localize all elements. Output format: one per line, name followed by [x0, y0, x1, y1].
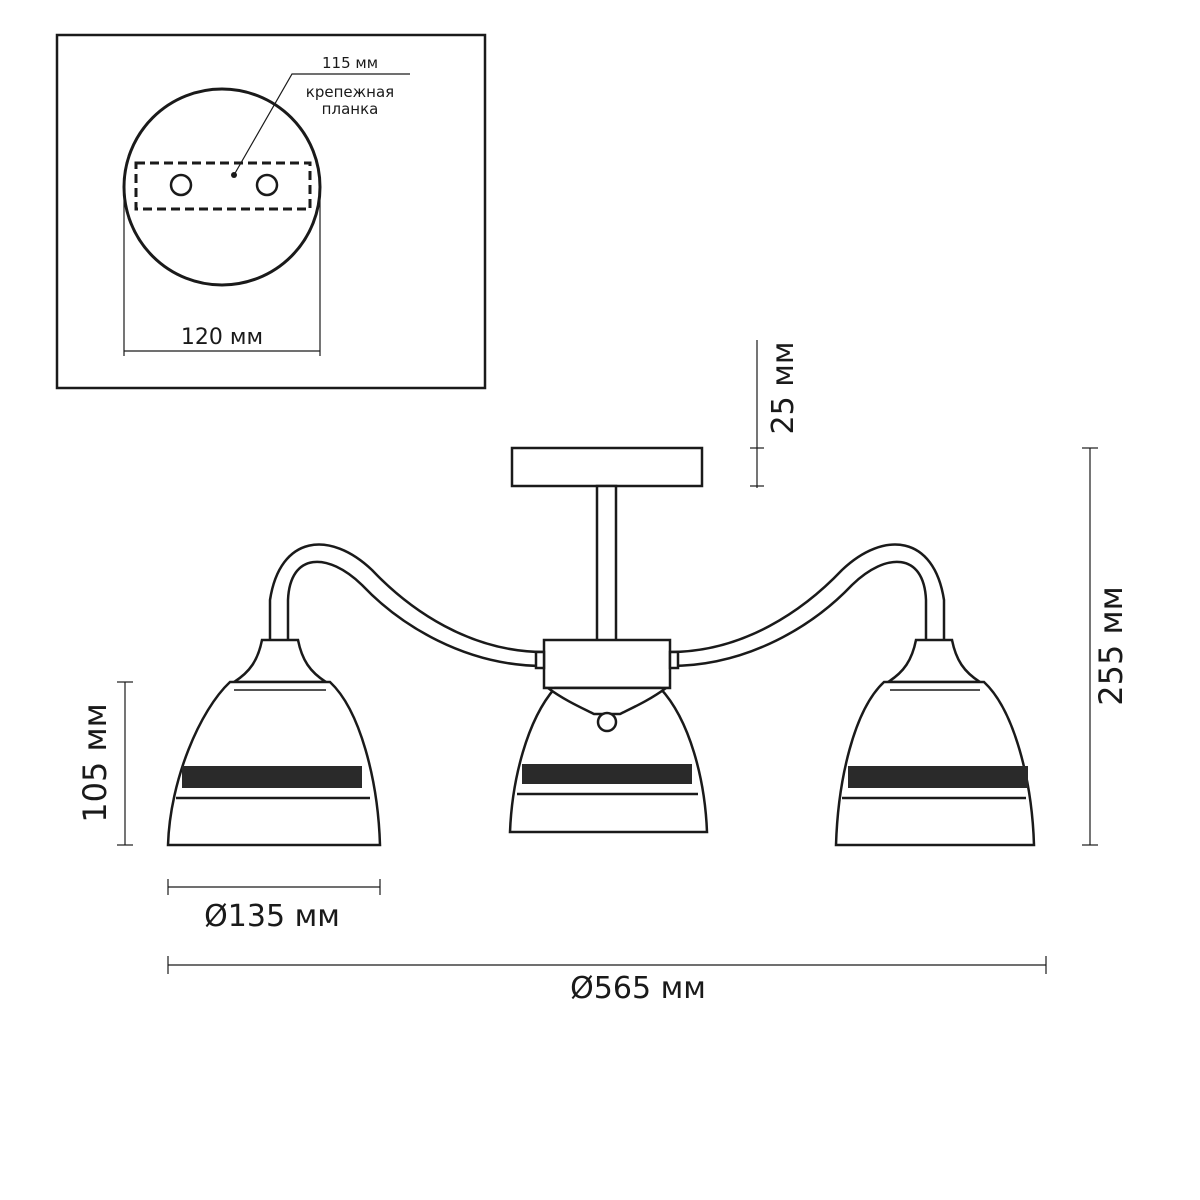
arm-left	[268, 543, 545, 654]
plate-hole-left	[169, 173, 193, 197]
mounting-inset: 115 мм крепежная планка 120 мм	[55, 33, 487, 390]
mounting-plate-dashed	[134, 161, 312, 211]
total-height-label: 255 мм	[1092, 586, 1130, 706]
hub-collar-left	[534, 650, 546, 670]
middle-finial	[596, 711, 618, 733]
dimension-labels: 25 мм 255 мм 105 мм Ø135 мм Ø565 мм	[76, 342, 1130, 1006]
plate-name-line1: крепежная	[306, 83, 394, 101]
hub-collar-right	[668, 650, 680, 670]
canopy	[510, 446, 704, 488]
plate-name-line2: планка	[322, 100, 379, 118]
shade-right-cap	[883, 638, 985, 684]
band-left	[182, 766, 362, 788]
total-diameter-label: Ø565 мм	[570, 971, 706, 1006]
shade-bands	[176, 764, 1028, 800]
inset-frame	[55, 33, 487, 390]
shade-middle-socket	[544, 686, 670, 716]
central-hub	[542, 638, 672, 690]
canopy-height-label: 25 мм	[766, 342, 801, 435]
shade-left-cap	[229, 638, 331, 684]
canopy-width-label: 120 мм	[181, 325, 263, 350]
stem	[595, 484, 618, 645]
shade-diameter-label: Ø135 мм	[204, 899, 340, 934]
arm-right	[669, 543, 946, 654]
plate-leader-line	[233, 73, 410, 176]
band-middle	[522, 764, 692, 784]
plate-hole-right	[255, 173, 279, 197]
plate-width-label: 115 мм	[322, 54, 378, 72]
shade-height-label: 105 мм	[76, 703, 114, 823]
shade-right	[834, 680, 1036, 847]
chandelier-body	[166, 446, 1036, 847]
shade-left	[166, 680, 382, 847]
arm-left-inner	[286, 560, 545, 668]
arm-right-inner	[669, 560, 928, 668]
dimension-lines	[117, 340, 1098, 974]
shade-middle	[508, 686, 709, 834]
band-right	[848, 766, 1028, 788]
canopy-circle	[122, 87, 322, 287]
